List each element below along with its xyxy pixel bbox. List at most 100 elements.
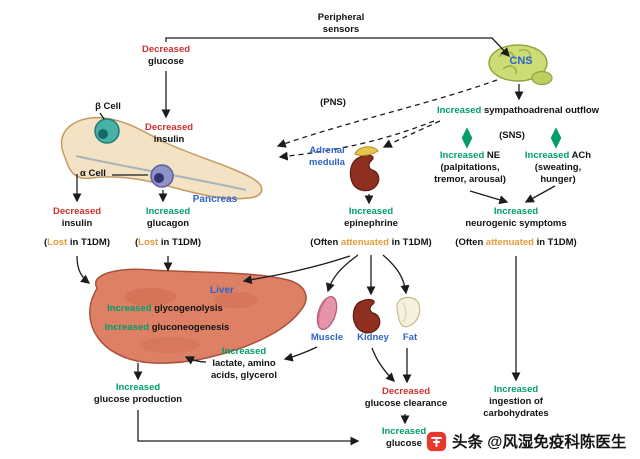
pointer-beta-cell bbox=[99, 112, 105, 120]
label-increased-glycogenolysis: Increased glycogenolysis bbox=[98, 303, 232, 315]
paren-keyword: Lost bbox=[138, 237, 159, 248]
arrow-epinephrine-to-muscle bbox=[325, 254, 359, 293]
keyword: Increased bbox=[381, 426, 427, 437]
text: lactate, amino acids, glycerol bbox=[210, 357, 277, 381]
paren-post: in T1DM) bbox=[158, 237, 201, 248]
label-lost-t1dm-glucagon: (Lost in T1DM) bbox=[121, 237, 215, 249]
text: ingestion of carbohydrates bbox=[483, 395, 549, 419]
label-peripheral-sensors: Peripheral sensors bbox=[299, 12, 383, 36]
label-increased-epinephrine: Increased epinephrine bbox=[331, 206, 411, 230]
label-sns: (SNS) bbox=[499, 130, 525, 141]
keyword: Decreased bbox=[381, 386, 431, 397]
paren-post: in T1DM) bbox=[533, 237, 577, 248]
label-increased-ingestion-carbohydrates: Increased ingestion of carbohydrates bbox=[476, 384, 556, 420]
paren-pre: (Often bbox=[310, 237, 341, 248]
keyword: Increased bbox=[493, 384, 539, 395]
label-pns: (PNS) bbox=[320, 97, 346, 108]
paren-pre: ( bbox=[44, 237, 48, 248]
text: sympathoadrenal outflow bbox=[483, 105, 600, 116]
label-cns: CNS bbox=[509, 55, 533, 67]
label-increased-ne: Increased NE (palpitations, tremor, arou… bbox=[428, 150, 512, 186]
label-beta-cell: β Cell bbox=[95, 101, 121, 112]
label-decreased-glucose-clearance: Decreased glucose clearance bbox=[355, 386, 457, 410]
keyword: Decreased bbox=[144, 122, 194, 133]
text: epinephrine bbox=[344, 217, 398, 229]
text: glucose clearance bbox=[364, 397, 448, 409]
keyword: Increased bbox=[439, 150, 485, 161]
paren-keyword: Lost bbox=[47, 237, 68, 248]
text: neurogenic symptoms bbox=[465, 217, 567, 229]
arrow-kidney-to-clearance bbox=[371, 347, 395, 382]
label-attenuated-t1dm-neurogenic: (Often attenuated in T1DM) bbox=[446, 237, 586, 249]
label-pancreas: Pancreas bbox=[192, 194, 238, 205]
text: glucagon bbox=[146, 217, 190, 229]
dashed-sympathoadrenal-to-adrenal bbox=[382, 120, 441, 148]
dashed-sympathoadrenal-to-pancreas-sns bbox=[278, 120, 435, 161]
alpha-cell-icon bbox=[150, 164, 174, 188]
arrow-glucose-to-cns bbox=[165, 37, 510, 57]
keyword: Decreased bbox=[141, 44, 191, 55]
sns-double-arrows bbox=[461, 127, 562, 149]
text: glucose bbox=[148, 55, 184, 67]
paren-keyword: attenuated bbox=[485, 237, 534, 248]
keyword: Increased bbox=[436, 105, 482, 116]
label-attenuated-t1dm-epinephrine: (Often attenuated in T1DM) bbox=[301, 237, 441, 249]
kidney-icon bbox=[352, 298, 381, 334]
keyword: Increased bbox=[107, 303, 152, 314]
line1: Peripheral bbox=[317, 12, 365, 23]
line2: sensors bbox=[322, 23, 360, 35]
keyword: Increased bbox=[524, 150, 570, 161]
label-decreased-glucose-top: Decreased glucose bbox=[126, 44, 206, 68]
text: glucose bbox=[386, 437, 422, 449]
keyword: Increased bbox=[348, 206, 394, 217]
label-increased-glucose-bottom: Increased glucose bbox=[364, 426, 444, 450]
paren-pre: (Often bbox=[455, 237, 486, 248]
paren-post: in T1DM) bbox=[388, 237, 432, 248]
label-kidney: Kidney bbox=[357, 332, 389, 343]
keyword: Increased bbox=[221, 346, 267, 357]
line1: Adrenal bbox=[309, 145, 345, 156]
arrow-production-to-glucose bbox=[137, 410, 360, 446]
keyword: Decreased bbox=[52, 206, 102, 217]
toutiao-logo-icon bbox=[426, 431, 447, 451]
subtext: (sweating, hunger) bbox=[534, 161, 582, 185]
paren-pre: ( bbox=[135, 237, 139, 248]
arrow-lactate-to-liver bbox=[184, 356, 207, 365]
muscle-icon bbox=[316, 295, 338, 331]
label-increased-lactate-aminoacids-glycerol: Increased lactate, amino acids, glycerol bbox=[205, 346, 283, 382]
autonomic-dashed-arrows bbox=[276, 79, 498, 161]
label-increased-glucagon: Increased glucagon bbox=[128, 206, 208, 230]
label-increased-sympathoadrenal-outflow: Increased sympathoadrenal outflow bbox=[430, 105, 606, 117]
label-increased-ach: Increased ACh (sweating, hunger) bbox=[517, 150, 599, 186]
line2: medulla bbox=[309, 156, 345, 168]
label-liver: Liver bbox=[210, 285, 234, 296]
text: NE bbox=[486, 150, 501, 161]
label-lost-t1dm-insulin: (Lost in T1DM) bbox=[30, 237, 124, 249]
arrow-ne-to-neurogenic bbox=[469, 190, 509, 205]
paren-keyword: attenuated bbox=[340, 237, 389, 248]
text: insulin bbox=[153, 133, 185, 145]
line1: Increased NE bbox=[428, 150, 512, 162]
keyword: Increased bbox=[104, 322, 150, 333]
keyword: Increased bbox=[493, 206, 539, 217]
label-decreased-insulin-pancreas: Decreased insulin bbox=[129, 122, 209, 146]
label-increased-glucose-production: Increased glucose production bbox=[92, 382, 184, 406]
keyword: Increased bbox=[115, 382, 161, 393]
label-increased-gluconeogenesis: Increased gluconeogenesis bbox=[96, 322, 238, 334]
line1: Increased ACh bbox=[517, 150, 599, 162]
text: insulin bbox=[61, 217, 93, 229]
label-decreased-insulin-column: Decreased insulin bbox=[37, 206, 117, 230]
label-increased-neurogenic-symptoms: Increased neurogenic symptoms bbox=[458, 206, 574, 230]
dashed-cns-to-pancreas-pns bbox=[276, 79, 498, 148]
arrow-insulin-to-liver bbox=[76, 255, 91, 284]
arrow-epinephrine-to-liver bbox=[242, 255, 351, 285]
label-adrenal-medulla: Adrenal medulla bbox=[302, 145, 352, 169]
label-fat: Fat bbox=[402, 332, 418, 343]
paren-post: in T1DM) bbox=[67, 237, 110, 248]
label-alpha-cell: α Cell bbox=[80, 168, 106, 179]
text: ACh bbox=[571, 150, 592, 161]
subtext: (palpitations, tremor, arousal) bbox=[434, 161, 506, 185]
arrow-muscle-to-lactate bbox=[283, 346, 318, 362]
keyword: Increased bbox=[145, 206, 191, 217]
